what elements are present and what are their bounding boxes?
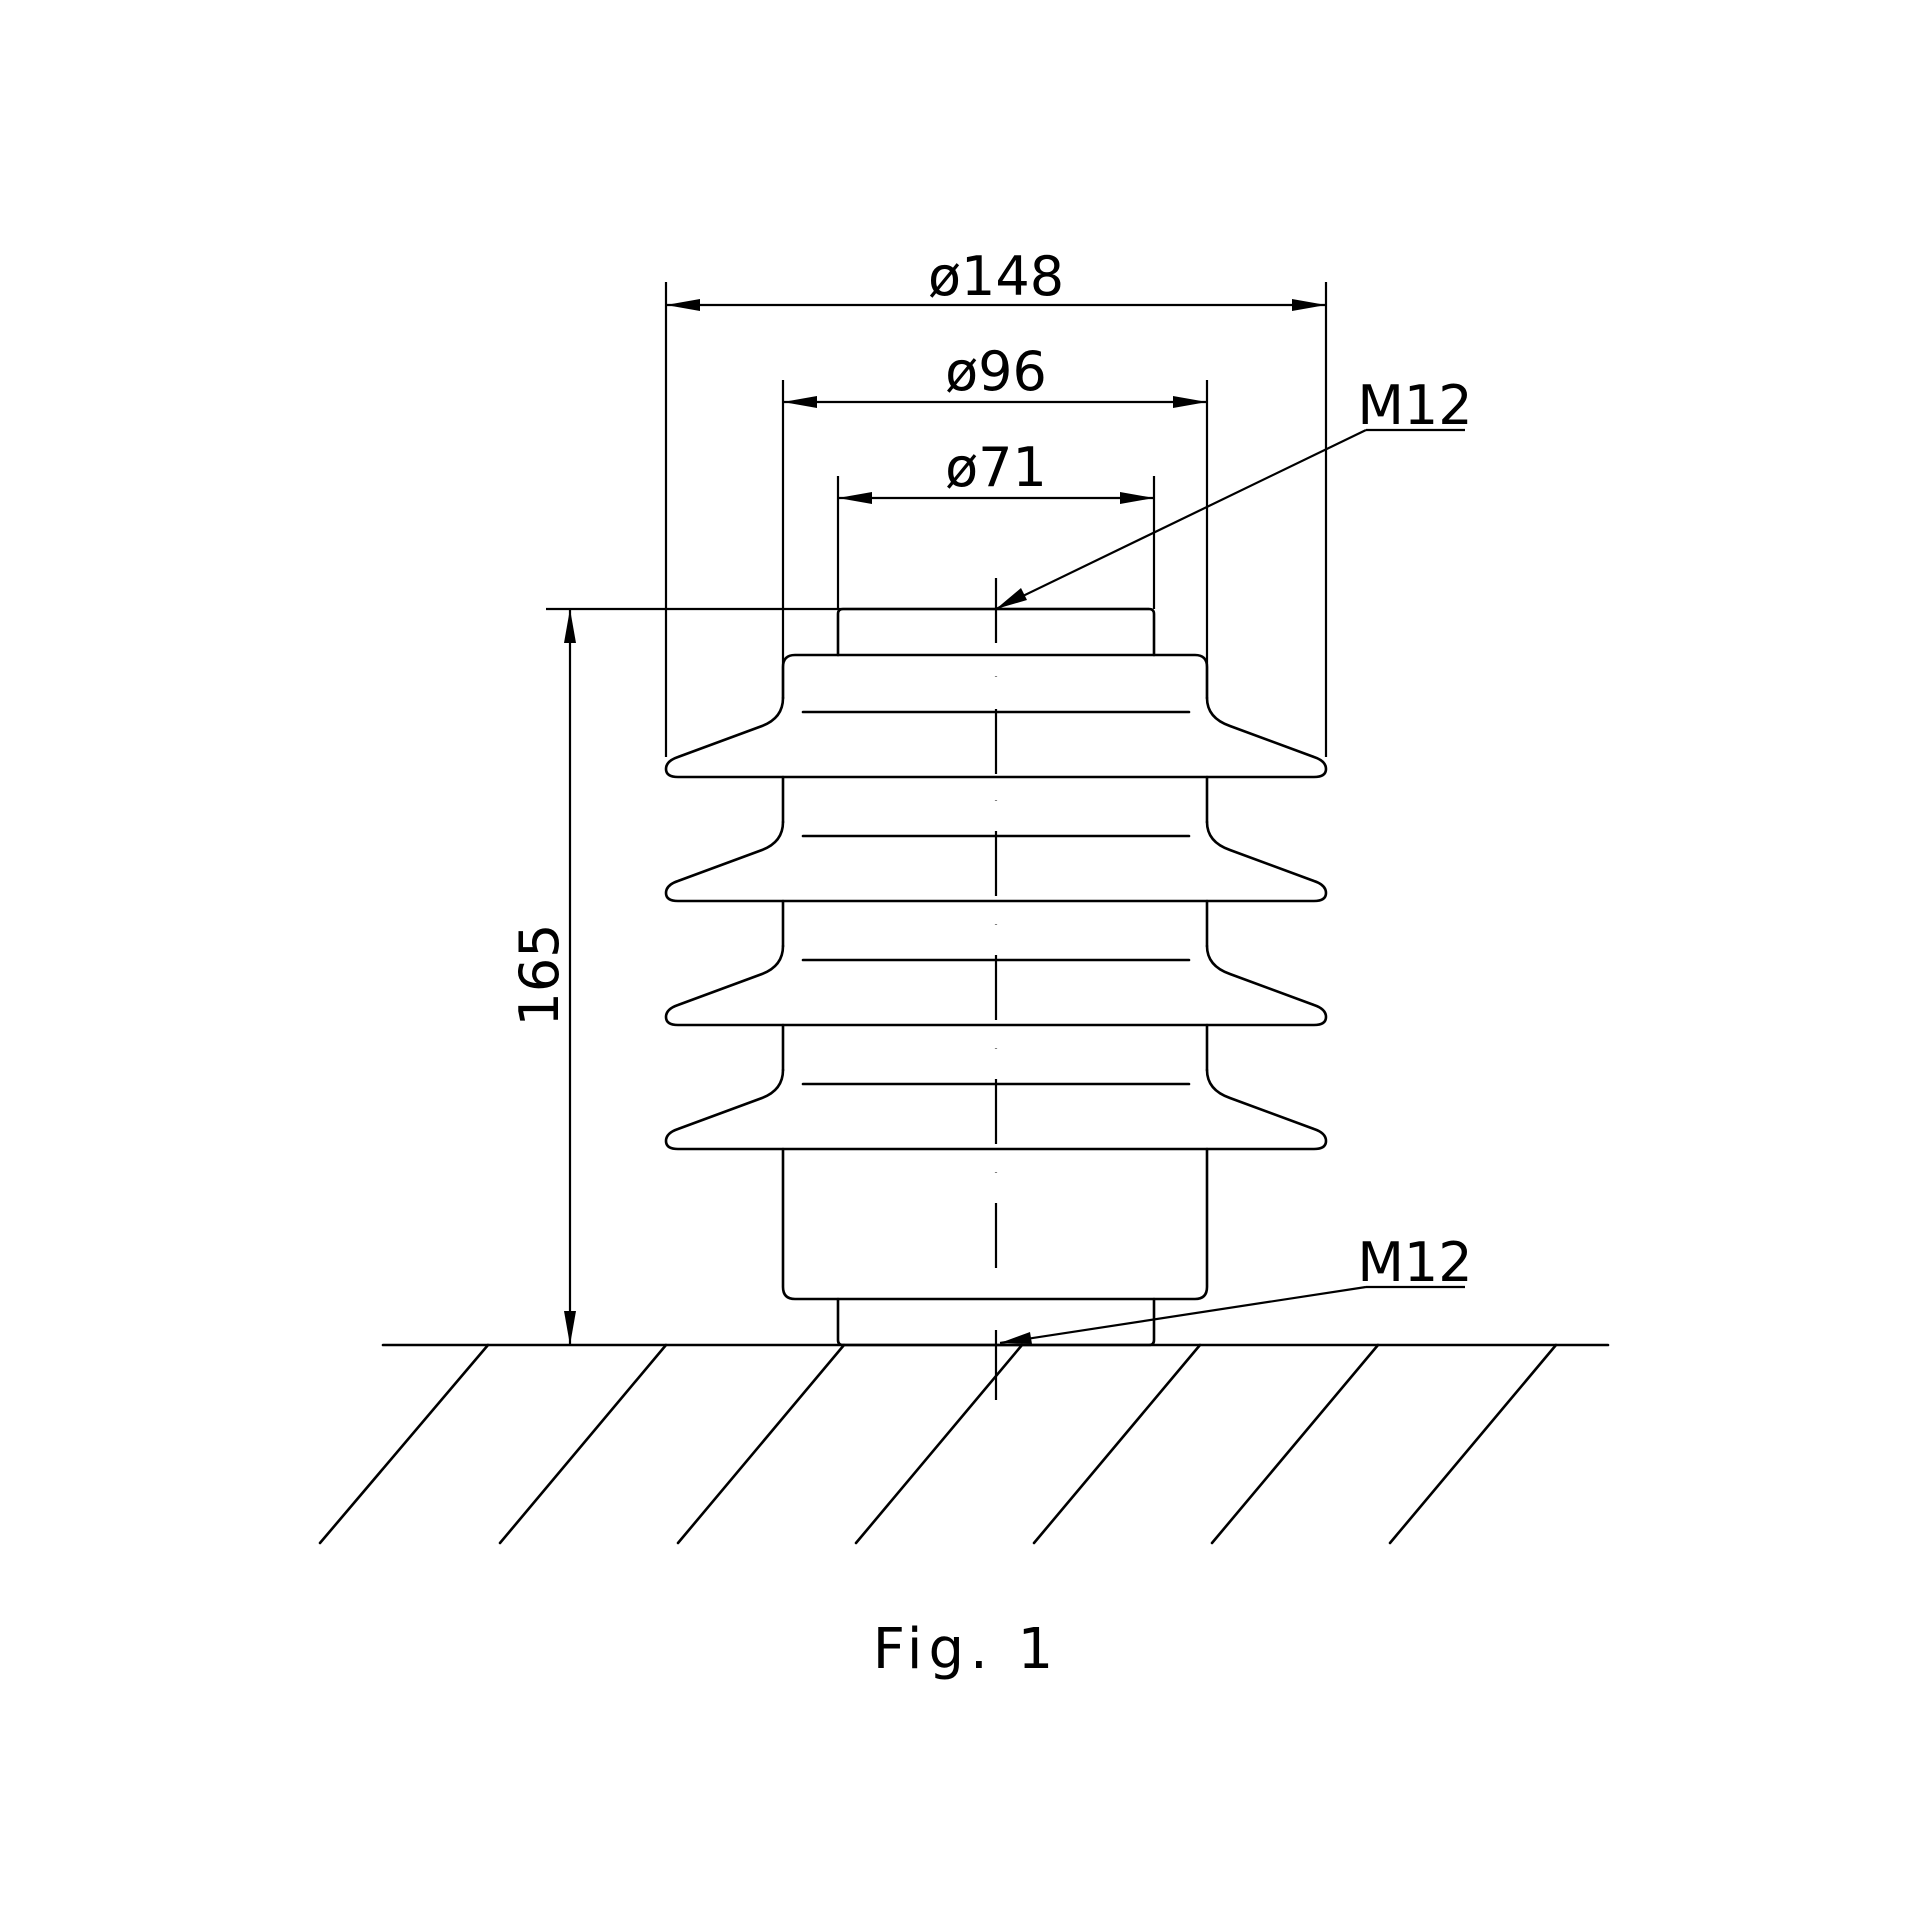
callout-bottom-thread-label: M12 [1357,1231,1472,1294]
dim-top-diameter-label: ø71 [945,436,1047,499]
dim-outer-diameter-label: ø148 [928,245,1064,308]
base [781,1147,1209,1301]
dim-shed-diameter-label: ø96 [945,340,1047,403]
callout-bottom-thread: M12 [999,1231,1473,1345]
dim-outer-diameter: ø148 [664,245,1328,757]
dim-height: 165 [508,607,1149,1345]
callout-top-thread: M12 [995,374,1473,610]
dim-top-diameter: ø71 [836,436,1156,609]
figure-caption: Fig. 1 [873,1617,1059,1682]
dim-shed-diameter: ø96 [781,340,1209,698]
ground [318,1343,1610,1545]
ground-hatching [318,1343,1558,1545]
dim-height-label: 165 [508,923,571,1026]
callout-top-thread-label: M12 [1357,374,1472,437]
